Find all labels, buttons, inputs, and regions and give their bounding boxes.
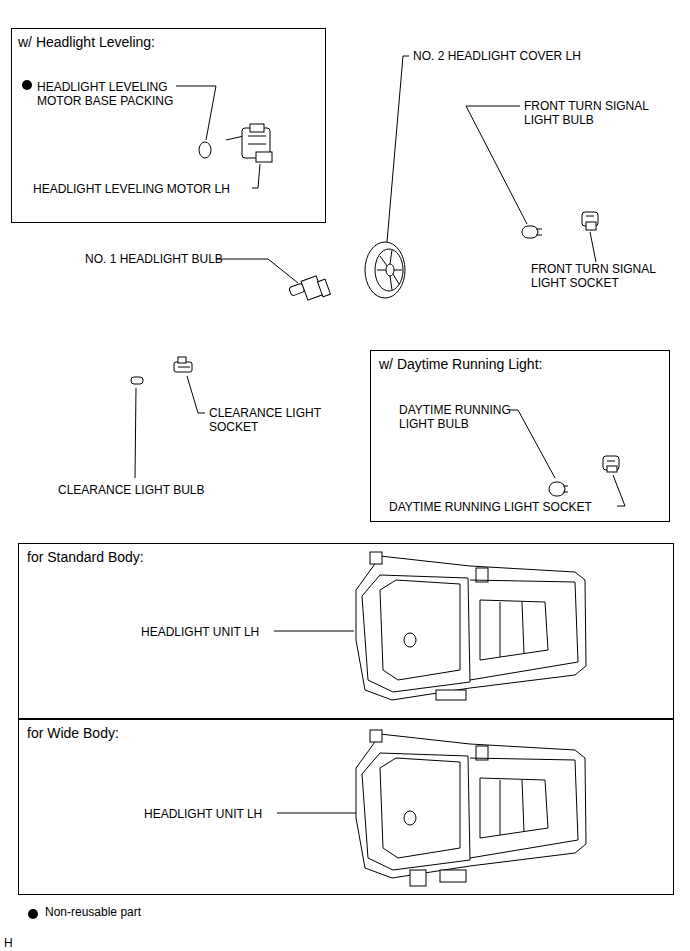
part-name: HEADLIGHT UNIT LH bbox=[141, 625, 259, 639]
leveling-motor bbox=[226, 124, 272, 162]
clearance-bulb bbox=[131, 377, 143, 384]
non-reusable-mark bbox=[22, 80, 32, 90]
legend-symbol bbox=[28, 909, 38, 919]
turn-signal-socket bbox=[582, 212, 598, 230]
headlight-cover bbox=[365, 242, 405, 298]
leader-line bbox=[466, 106, 527, 224]
headlight-unit bbox=[356, 552, 586, 700]
leader-line bbox=[387, 56, 409, 242]
frame-heading: for Standard Body: bbox=[27, 549, 144, 566]
leader-line bbox=[176, 86, 216, 140]
leader-line bbox=[274, 631, 354, 632]
frame-heading: w/ Daytime Running Light: bbox=[379, 356, 542, 373]
leader-line bbox=[510, 410, 555, 478]
leader-line bbox=[613, 475, 625, 506]
clearance-socket bbox=[174, 357, 192, 372]
drl-socket bbox=[603, 456, 619, 472]
part-name: HEADLIGHT LEVELING MOTOR BASE PACKING bbox=[37, 80, 187, 108]
option-frame: for Wide Body: HEADLIGHT UNIT LH bbox=[18, 719, 674, 895]
option-frame: w/ Headlight Leveling: HEADLIGHT LEVELING… bbox=[11, 28, 326, 223]
part-name: DAYTIME RUNNING LIGHT SOCKET bbox=[389, 500, 592, 514]
part-name: NO. 1 HEADLIGHT BULB bbox=[85, 252, 223, 266]
packing-ring bbox=[199, 142, 211, 158]
part-name: CLEARANCE LIGHT BULB bbox=[58, 483, 205, 497]
leader-line bbox=[252, 164, 260, 188]
part-name: DAYTIME RUNNING LIGHT BULB bbox=[399, 403, 524, 431]
leader-line bbox=[216, 259, 298, 283]
option-frame: for Standard Body: HEADLIGHT UNIT LH bbox=[18, 543, 674, 719]
leader-line bbox=[187, 376, 205, 413]
leader-line bbox=[277, 813, 356, 814]
option-frame: w/ Daytime Running Light: DAYTIME RUNNING… bbox=[370, 350, 670, 522]
part-name: FRONT TURN SIGNAL LIGHT SOCKET bbox=[531, 262, 666, 290]
frame-heading: w/ Headlight Leveling: bbox=[18, 34, 155, 51]
headlight-bulb bbox=[289, 276, 331, 300]
leader-line bbox=[590, 232, 596, 262]
drl-bulb bbox=[549, 482, 568, 496]
leader-line bbox=[135, 388, 136, 478]
part-name: FRONT TURN SIGNAL LIGHT BULB bbox=[524, 99, 659, 127]
part-name: CLEARANCE LIGHT SOCKET bbox=[209, 406, 339, 434]
part-name: NO. 2 HEADLIGHT COVER LH bbox=[413, 49, 581, 63]
frame-heading: for Wide Body: bbox=[27, 725, 119, 742]
headlight-unit bbox=[356, 730, 586, 886]
part-name: HEADLIGHT LEVELING MOTOR LH bbox=[33, 182, 230, 196]
figure-code: H bbox=[4, 936, 13, 950]
part-name: HEADLIGHT UNIT LH bbox=[144, 807, 262, 821]
turn-signal-bulb bbox=[522, 226, 542, 238]
legend-text: Non-reusable part bbox=[45, 905, 141, 919]
